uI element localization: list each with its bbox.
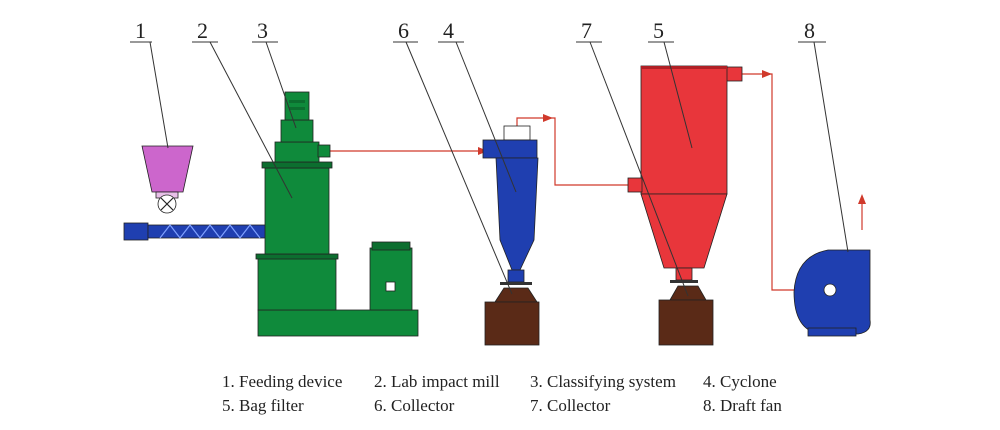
mill-flange-1: [255, 253, 339, 260]
leader-6: [405, 41, 513, 295]
mill-main-body: [264, 167, 330, 255]
collector-7: [658, 285, 714, 346]
collector-7-top: [669, 285, 707, 301]
number-labels: 1 2 3 6 4 7 5 8: [135, 18, 815, 43]
leader-3: [265, 41, 297, 129]
label-3: 3: [257, 18, 268, 43]
fan-base: [807, 327, 857, 337]
filter-top-lip: [641, 66, 727, 69]
leader-8: [813, 41, 849, 253]
mill-lower-body: [257, 257, 337, 311]
filter-hopper: [640, 193, 728, 269]
hopper: [141, 145, 194, 193]
collector-6-body: [484, 301, 540, 346]
filter-outlet: [725, 66, 743, 82]
filter-flange: [670, 280, 698, 283]
screw-flight: [159, 224, 261, 239]
flow-arrow-3: [762, 70, 772, 78]
leader-5: [663, 41, 693, 149]
fan-hub-icon: [823, 283, 837, 297]
filter-upper-body: [640, 65, 728, 195]
drive-motor-top: [371, 241, 411, 251]
bag-filter: [627, 65, 743, 283]
leader-7: [589, 41, 689, 297]
filter-inlet: [627, 177, 643, 193]
label-4: 4: [443, 18, 454, 43]
classifier-gearbox: [280, 119, 314, 143]
classifier-body: [274, 141, 320, 163]
classifier-motor: [284, 91, 310, 121]
label-7: 7: [581, 18, 592, 43]
cyclone-inlet: [482, 139, 538, 159]
classifying-system: [274, 91, 331, 163]
motor-window: [385, 281, 396, 292]
cyclone-top-pipe: [503, 125, 531, 141]
classifier-outlet: [317, 144, 331, 158]
cyclone-body: [495, 157, 539, 271]
mill-flange-2: [261, 161, 333, 169]
draft-fan: [793, 249, 871, 337]
drive-motor-housing: [369, 247, 413, 311]
label-6: 6: [398, 18, 409, 43]
label-8: 8: [804, 18, 815, 43]
screw-motor: [123, 222, 149, 241]
collector-6: [484, 287, 540, 346]
leader-1: [149, 41, 169, 149]
valve-cross: [160, 197, 174, 211]
flow-arrow-2: [543, 114, 553, 122]
leader-4: [455, 41, 517, 193]
feeding-device: [123, 145, 267, 241]
leader-2: [209, 41, 293, 199]
label-5: 5: [653, 18, 664, 43]
flow-arrow-exhaust: [858, 194, 866, 204]
lab-impact-mill: [255, 161, 419, 337]
mill-base: [257, 309, 419, 337]
collector-7-body: [658, 299, 714, 346]
cyclone: [482, 125, 539, 285]
cyclone-outlet: [507, 269, 525, 283]
flow-cyclone-to-filter: [516, 117, 628, 186]
leader-lines: [130, 41, 849, 297]
motor-fins-2: [289, 107, 305, 110]
motor-fins: [289, 100, 305, 103]
label-1: 1: [135, 18, 146, 43]
label-2: 2: [197, 18, 208, 43]
cyclone-flange: [500, 282, 532, 285]
collector-6-top: [494, 287, 538, 303]
